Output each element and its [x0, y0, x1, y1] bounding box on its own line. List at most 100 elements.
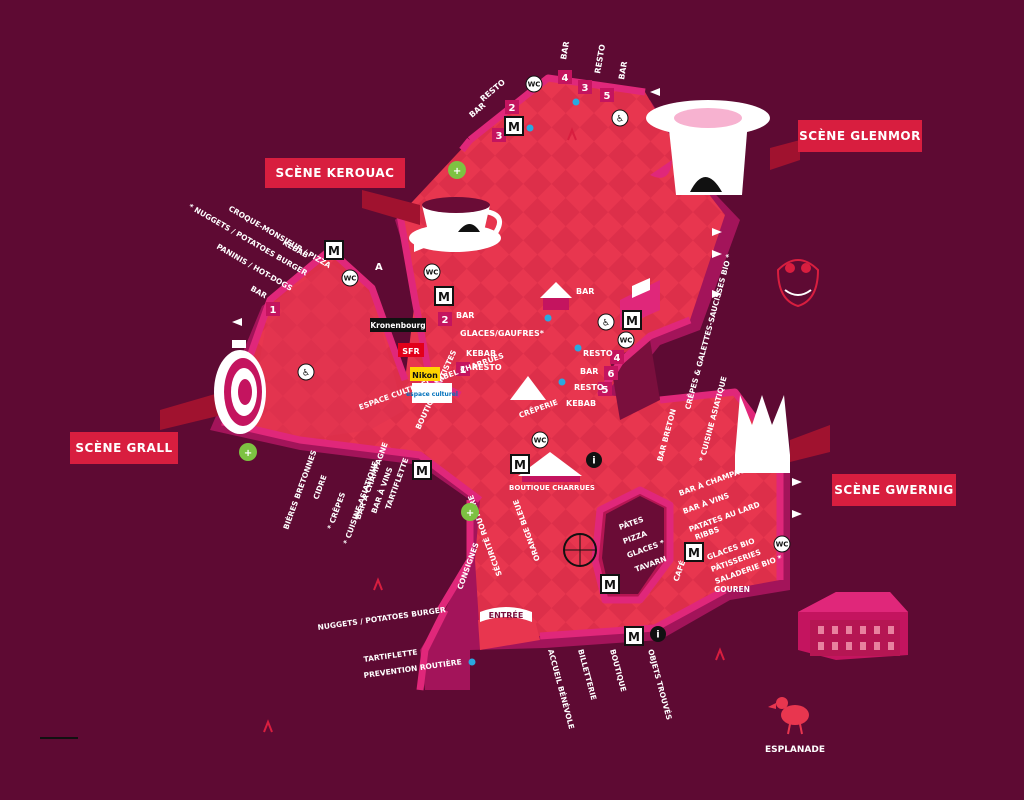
arrow-icon	[232, 318, 242, 326]
zone-a-marker: A	[375, 262, 383, 273]
stand-number: 2	[442, 315, 449, 326]
stand-number: 4	[614, 353, 621, 364]
clock-stage-icon	[214, 340, 266, 434]
svg-text:♿: ♿	[616, 115, 624, 125]
scene-grall[interactable]: SCÈNE GRALL	[70, 392, 222, 464]
metro-marker-icon[interactable]: M	[624, 626, 644, 646]
stand-number-badge	[558, 70, 572, 84]
esplanade-label[interactable]: ESPLANADE	[765, 745, 825, 755]
stand-label: BAR	[580, 367, 598, 376]
grass-tufts	[263, 127, 725, 733]
grass-tuft	[263, 719, 273, 733]
metro-marker-icon[interactable]: M	[510, 454, 530, 474]
first-aid-icon[interactable]: +	[239, 443, 257, 461]
stand-number-badge	[266, 302, 280, 316]
carousel-label: BAR	[576, 287, 594, 296]
stand-label: BAR	[456, 311, 474, 320]
sponsor-kronenbourg: Kronenbourg	[370, 318, 426, 332]
metro-marker-icon[interactable]: M	[412, 460, 432, 480]
stand-number-badge	[578, 80, 592, 94]
wc-icon[interactable]: WC	[773, 535, 791, 553]
stand-label: BAR	[468, 101, 488, 120]
wall-inner-loop	[591, 486, 674, 604]
metro-marker-icon[interactable]: M	[324, 240, 344, 260]
sponsor-nikon-label: Nikon	[412, 371, 438, 380]
stand-number: 3	[582, 83, 589, 94]
sponsor-nikon: Nikon	[410, 367, 440, 381]
scene-kerouac[interactable]: SCÈNE KEROUAC	[265, 158, 420, 225]
stand-label: KEBAB	[566, 399, 596, 408]
metro-marker-icon[interactable]: M	[684, 542, 704, 562]
scene-gwernig[interactable]: SCÈNE GWERNIG	[790, 425, 956, 506]
svg-text:+: +	[453, 166, 461, 177]
svg-text:♿: ♿	[602, 319, 610, 329]
top-hat-stage-icon	[646, 100, 770, 195]
svg-text:M: M	[688, 546, 700, 560]
stand-label: BAR	[249, 284, 269, 301]
stand-label: * CRÊPES	[325, 491, 347, 531]
scene-glenmor[interactable]: SCÈNE GLENMOR	[770, 120, 922, 170]
metro-marker-icon[interactable]: M	[622, 310, 642, 330]
metro-marker-icon[interactable]: M	[504, 116, 524, 136]
wall-top-left	[467, 74, 646, 143]
scene-glenmor-label: SCÈNE GLENMOR	[799, 128, 921, 143]
svg-text:M: M	[416, 464, 428, 478]
info-dot	[544, 314, 552, 322]
svg-text:i: i	[592, 456, 595, 467]
teacup-stage-icon	[409, 197, 503, 252]
stand-number-badge	[505, 100, 519, 114]
svg-text:WC: WC	[620, 337, 633, 345]
gouren-label[interactable]: GOUREN	[714, 585, 750, 594]
wc-icon[interactable]: WC	[617, 331, 635, 349]
stand-number: 5	[604, 91, 611, 102]
wheelchair-icon[interactable]: ♿	[611, 109, 629, 127]
left-wing-area	[240, 262, 405, 440]
info-dots	[468, 98, 582, 666]
wall-corridor-low	[416, 608, 449, 691]
arrow-icon	[792, 510, 802, 518]
svg-text:M: M	[604, 578, 616, 592]
arrow-icon	[792, 478, 802, 486]
stand-number-badge	[456, 362, 470, 376]
sponsor-kronenbourg-label: Kronenbourg	[370, 321, 425, 330]
wc-icon[interactable]: WC	[531, 431, 549, 449]
wc-icon[interactable]: WC	[423, 263, 441, 281]
stand-group-bottom-entrance: ACCUEIL BÉNÉVOLE BILLETTERIE BOUTIQUE OB…	[546, 648, 674, 730]
svg-text:i: i	[656, 630, 659, 641]
stand-label: ACCUEIL BÉNÉVOLE	[546, 648, 576, 730]
metro-marker-icon[interactable]: M	[434, 286, 454, 306]
wheelchair-icon[interactable]: ♿	[297, 363, 315, 381]
wc-icon[interactable]: WC	[525, 75, 543, 93]
svg-text:M: M	[328, 244, 340, 258]
stand-number: 4	[562, 73, 569, 84]
arrow-icon	[414, 244, 424, 252]
stand-label: BILLETTERIE	[576, 648, 598, 701]
grass-tuft	[373, 577, 383, 591]
metro-marker-icon[interactable]: M	[600, 574, 620, 594]
info-dot	[526, 124, 534, 132]
svg-text:♿: ♿	[302, 369, 310, 379]
svg-text:WC: WC	[426, 269, 439, 277]
stand-number-badge	[604, 366, 618, 380]
arrow-icon	[712, 228, 722, 236]
info-icon[interactable]: i	[586, 452, 602, 468]
boutique-charrues-label[interactable]: BOUTIQUE CHARRUES	[509, 484, 595, 492]
first-aid-icon[interactable]: +	[461, 503, 479, 521]
grass-tuft	[567, 127, 577, 141]
sponsor-sfr-label: SFR	[402, 347, 419, 356]
first-aid-icon[interactable]: +	[448, 161, 466, 179]
stand-number: 6	[608, 369, 615, 380]
entree-sign[interactable]: ENTRÉE	[480, 607, 532, 622]
stand-number: 2	[509, 103, 516, 114]
castle-esplanade-icon	[798, 592, 908, 660]
info-dot	[558, 378, 566, 386]
exit-arrows	[232, 88, 802, 518]
wheelchair-icon[interactable]: ♿	[597, 313, 615, 331]
crown-stage-icon	[735, 395, 790, 473]
stand-number-badge	[598, 382, 612, 396]
stand-label: BIÈRES BRETONNES	[281, 449, 318, 531]
stand-label: KEBAB	[466, 349, 496, 358]
info-icon[interactable]: i	[650, 626, 666, 642]
wc-icon[interactable]: WC	[341, 269, 359, 287]
